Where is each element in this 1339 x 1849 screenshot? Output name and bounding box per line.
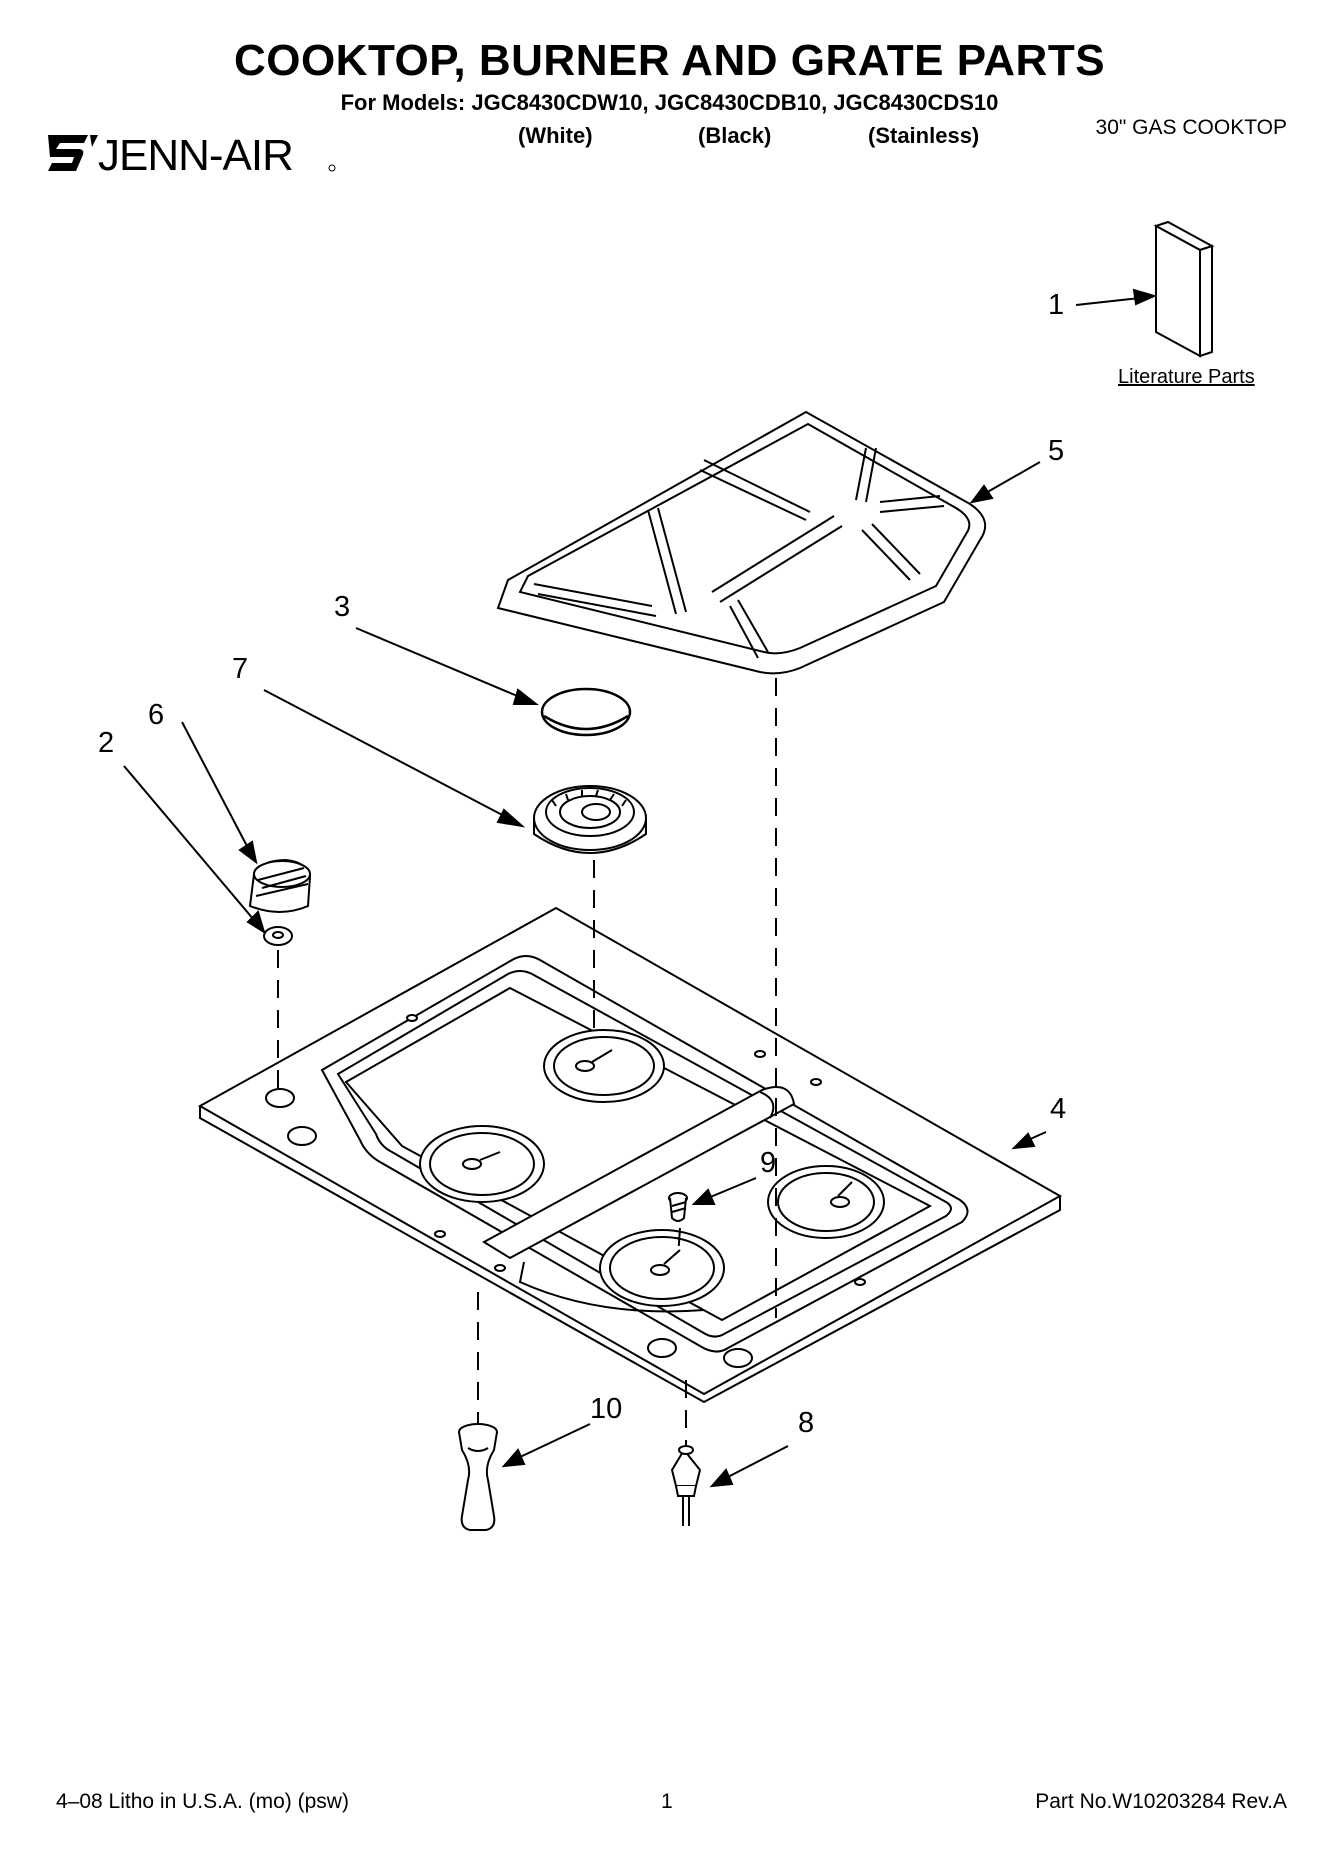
callout-5: 5 [1048,435,1064,467]
leader-arrows [123,288,1157,1488]
spark-igniter [670,1445,702,1526]
control-knob [248,858,312,913]
cooktop-leg [458,1423,498,1531]
assembly-lines [277,678,777,1446]
variant-white: (White) [518,123,593,148]
page-title: COOKTOP, BURNER AND GRATE PARTS [233,36,1106,85]
logo-mark-icon [48,135,88,171]
literature-booklet [1153,220,1215,358]
litho-note: 4–08 Litho in U.S.A. (mo) (psw) [56,1790,349,1813]
product-type: 30" GAS COOKTOP [1095,116,1287,139]
callout-2: 2 [98,727,114,759]
jenn-air-logo: JENN-AIR [48,131,336,180]
knob-washer [263,926,293,946]
screw [668,1192,688,1222]
logo-wordmark: JENN-AIR [98,131,293,180]
page-number: 1 [661,1790,673,1813]
callout-3: 3 [334,591,350,623]
part-number: Part No.W10203284 Rev.A [1035,1790,1287,1813]
callout-9: 9 [760,1147,776,1179]
burner-cap [540,687,632,737]
burner-grate [496,410,987,675]
literature-parts-caption: Literature Parts [1118,366,1255,388]
callout-4: 4 [1050,1093,1066,1125]
callout-1: 1 [1048,289,1064,321]
callout-10: 10 [590,1393,622,1425]
callout-8: 8 [798,1407,814,1439]
cooktop-main-top [197,906,1063,1404]
variant-black: (Black) [698,123,772,148]
model-list: For Models: JGC8430CDW10, JGC8430CDB10, … [340,90,999,115]
burner-base [533,785,647,854]
callout-6: 6 [148,699,164,731]
variant-stainless: (Stainless) [868,123,980,148]
callout-7: 7 [232,653,248,685]
